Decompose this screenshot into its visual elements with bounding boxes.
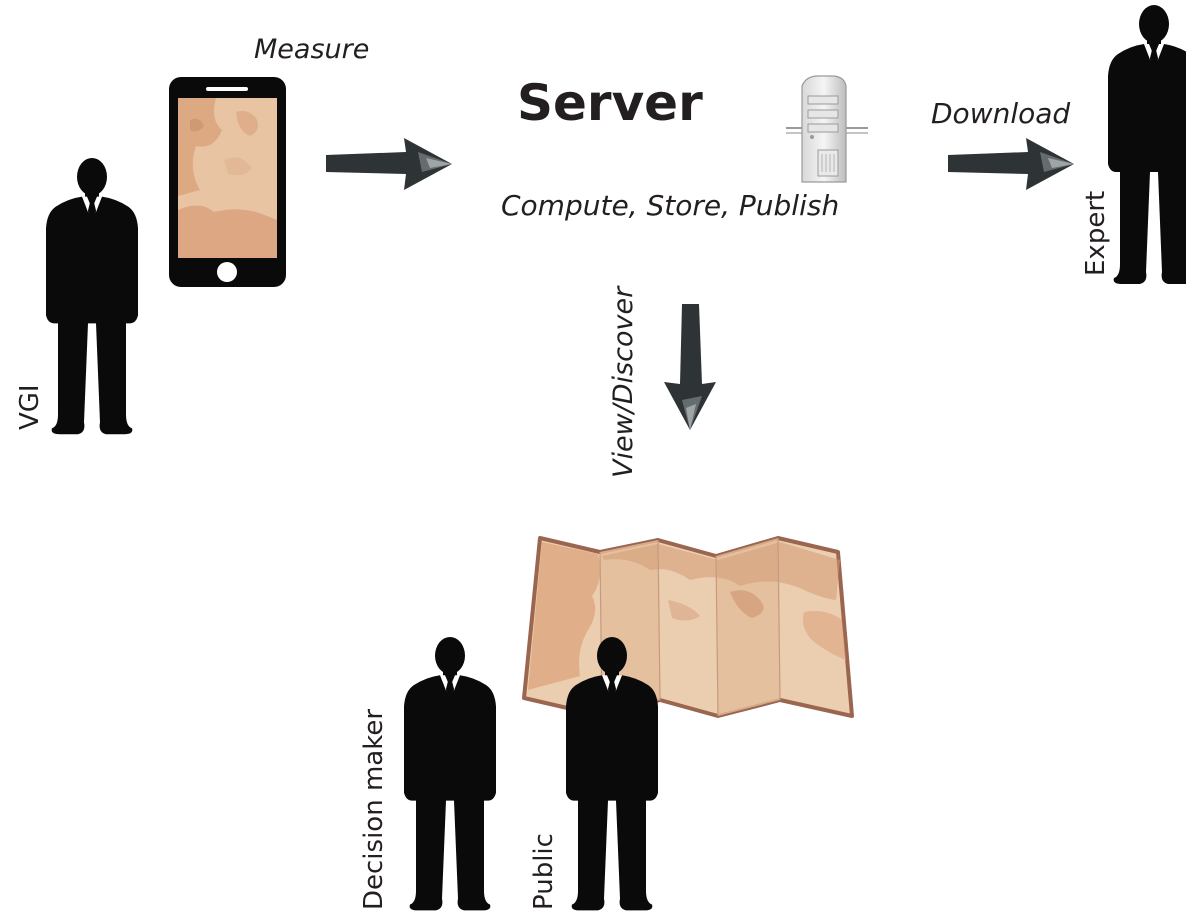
download-label: Download (931, 97, 1070, 130)
public-label: Public (529, 833, 559, 910)
arrow-right-icon (948, 138, 1074, 190)
expert-person-icon (1108, 5, 1186, 284)
vgi-label: VGI (15, 384, 45, 430)
expert-label: Expert (1081, 191, 1111, 276)
measure-label: Measure (254, 34, 369, 65)
server-title: Server (517, 74, 703, 132)
view-discover-label: View/Discover (608, 285, 639, 478)
arrow-down-icon (664, 304, 716, 430)
server-tower-icon (786, 75, 868, 183)
smartphone-map-icon (169, 77, 286, 287)
decision-maker-person-icon (404, 636, 496, 911)
decision-maker-label: Decision maker (359, 709, 389, 910)
compute-store-publish-label: Compute, Store, Publish (501, 189, 839, 222)
arrow-right-icon (326, 138, 452, 190)
vgi-person-icon (46, 157, 138, 435)
